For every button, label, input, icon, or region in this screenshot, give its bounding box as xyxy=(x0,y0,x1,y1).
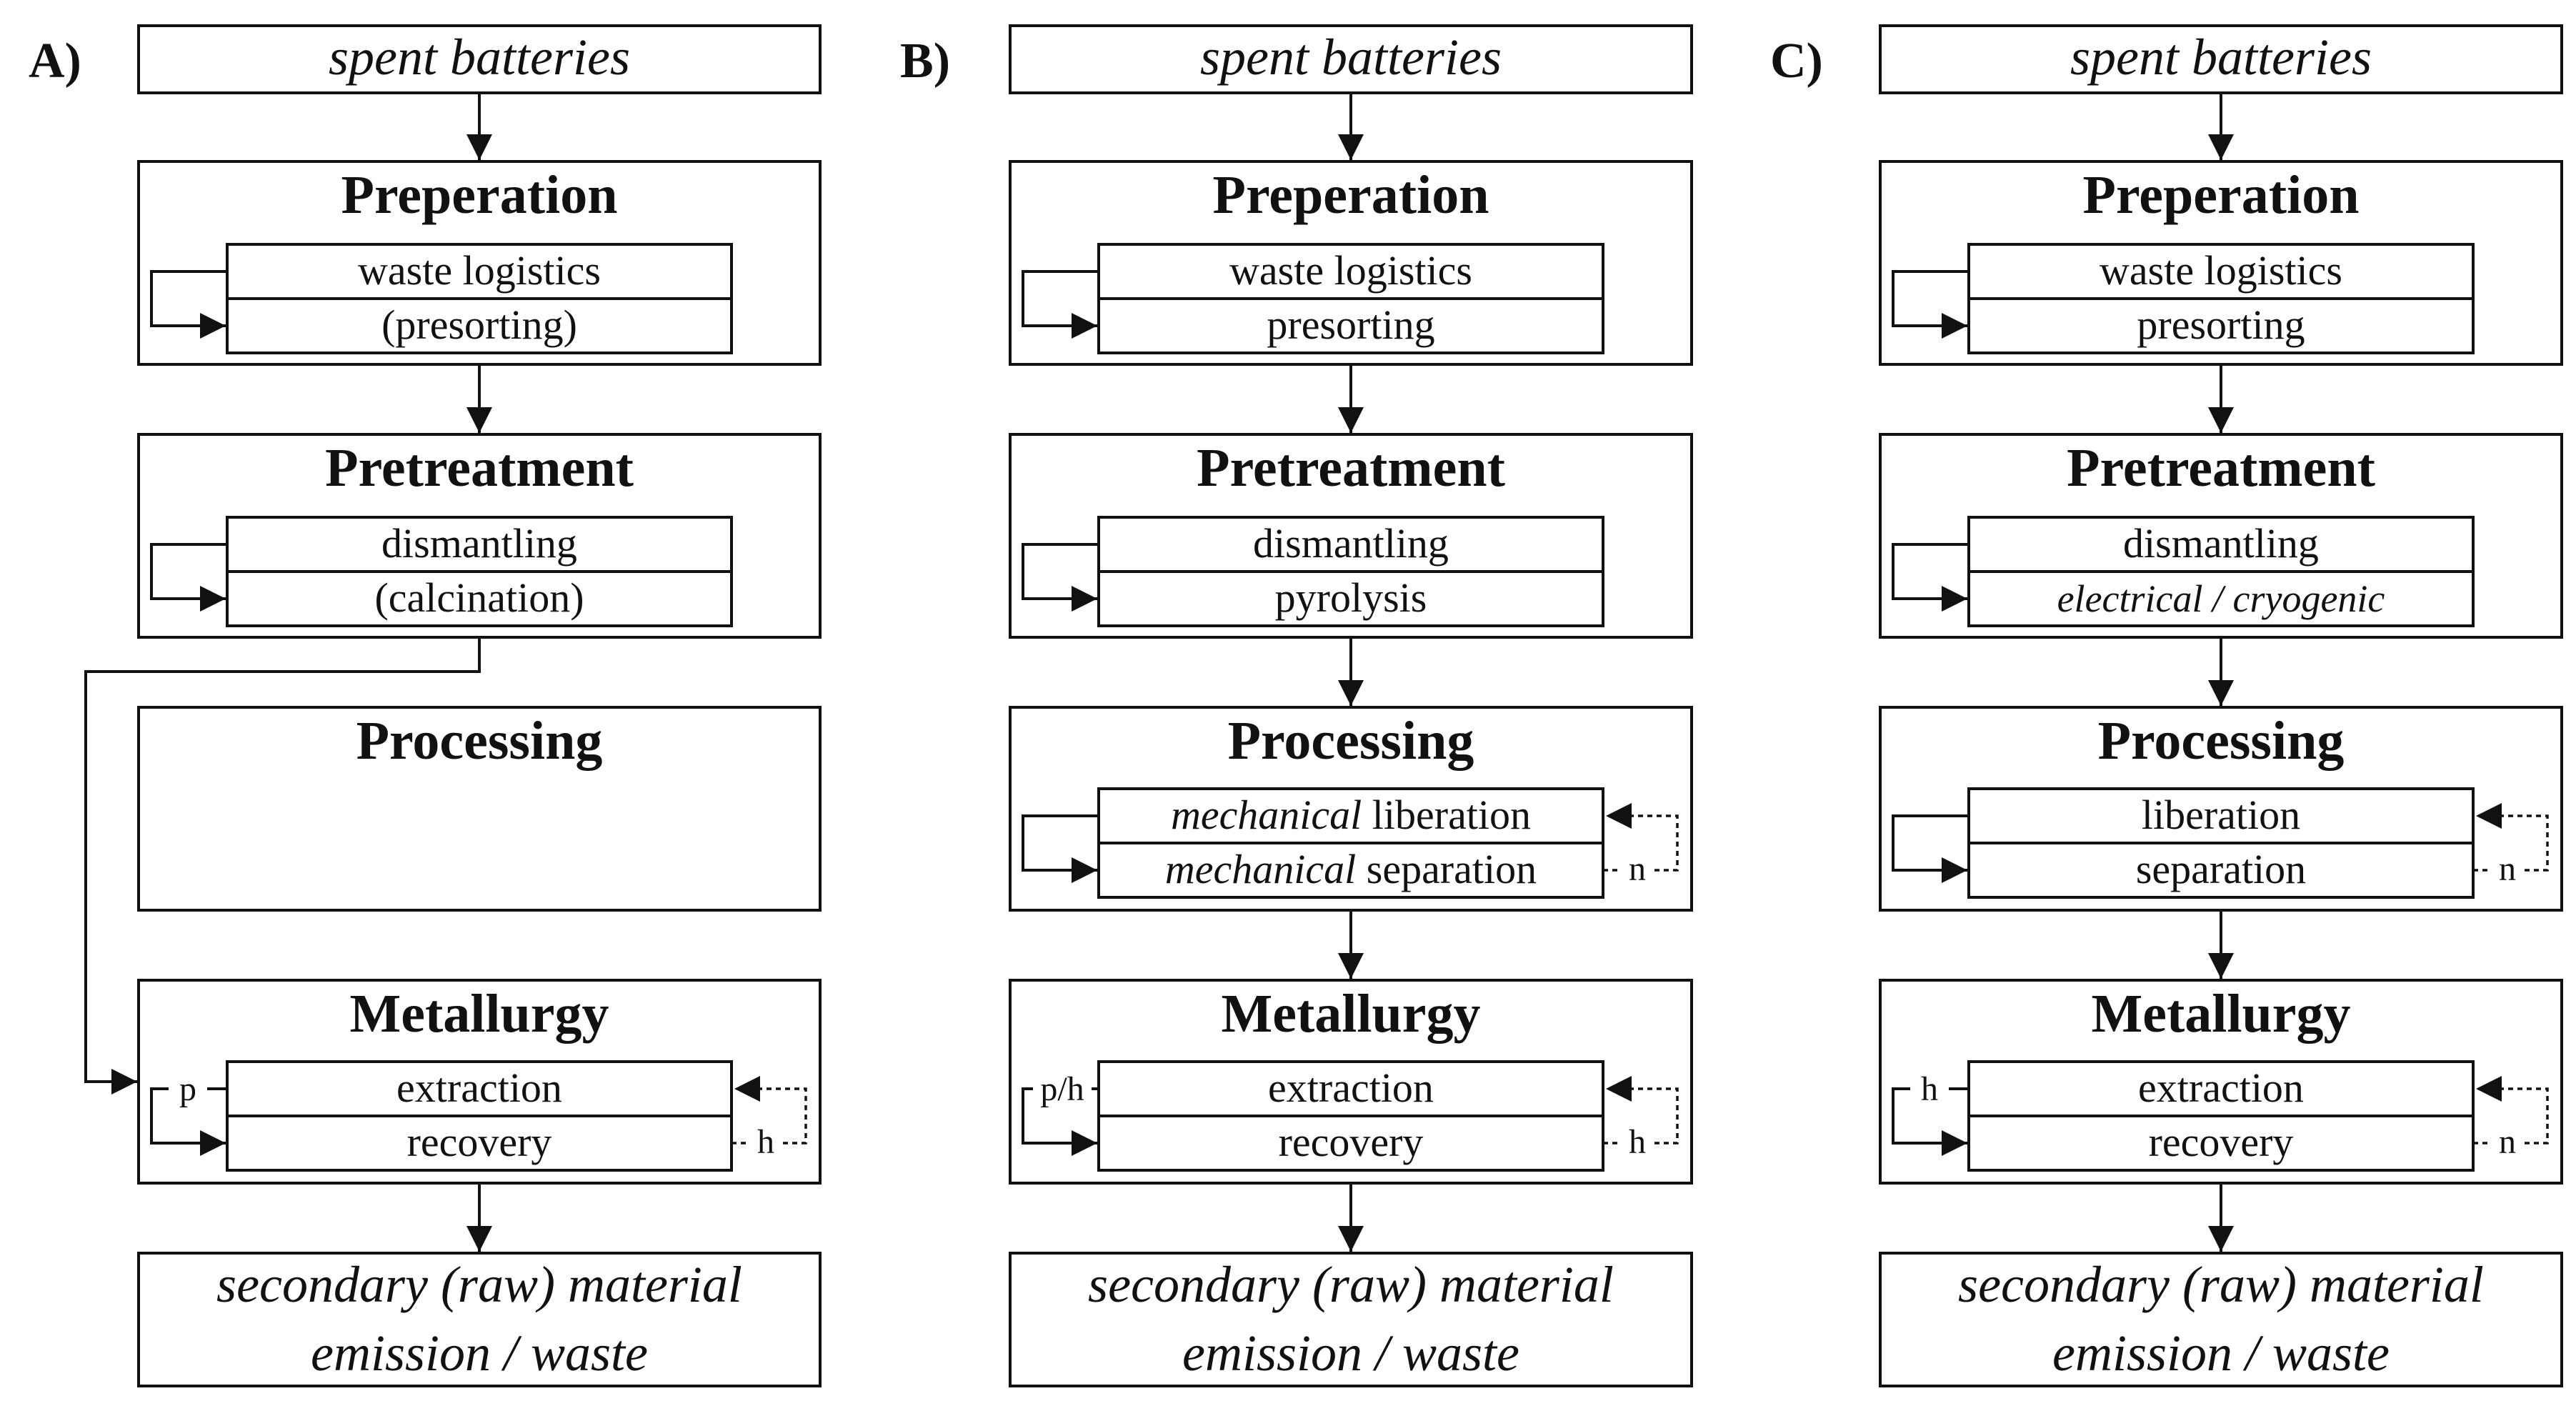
processing-step-1-italic: mechanical xyxy=(1171,792,1362,838)
output-line-2: emission / waste xyxy=(311,1325,648,1382)
loop-tag: p/h xyxy=(1040,1070,1084,1108)
preparation-title: Preperation xyxy=(2083,165,2360,225)
metallurgy-step-2: recovery xyxy=(1279,1119,1424,1165)
return-tag: n xyxy=(2499,850,2516,888)
output-line-2: emission / waste xyxy=(1182,1325,1519,1382)
processing-step-1: mechanical liberation xyxy=(1171,792,1531,838)
loop-arrow xyxy=(1892,814,1969,883)
metallurgy-step-1: extraction xyxy=(1268,1065,1434,1111)
processing-step-2: mechanical separation xyxy=(1165,846,1537,892)
processing-title: Processing xyxy=(1228,711,1474,771)
pretreatment-step-1: dismantling xyxy=(2123,520,2319,567)
metallurgy-title: Metallurgy xyxy=(2091,984,2350,1044)
return-tag: h xyxy=(757,1123,774,1161)
pretreatment-step-1: dismantling xyxy=(1253,520,1449,567)
output-box xyxy=(1009,1252,1693,1387)
processing-step-1: liberation xyxy=(2142,792,2300,838)
loop-arrow xyxy=(1022,814,1099,883)
processing-step-2-italic: mechanical xyxy=(1165,846,1356,892)
processing-title: Processing xyxy=(2098,711,2345,771)
loop-arrow xyxy=(1022,1087,1097,1156)
return-tag: n xyxy=(1629,850,1646,888)
metallurgy-title: Metallurgy xyxy=(349,984,609,1044)
pretreatment-title: Pretreatment xyxy=(2067,438,2375,498)
processing-step-2: separation xyxy=(2136,846,2306,892)
output-box xyxy=(137,1252,822,1387)
processing-stage xyxy=(137,706,822,912)
pretreatment-title: Pretreatment xyxy=(325,438,634,498)
return-arrow xyxy=(1606,1076,1679,1145)
pretreatment-step-1: dismantling xyxy=(381,520,577,567)
processing-title: Processing xyxy=(356,711,603,771)
output-line-2: emission / waste xyxy=(2052,1325,2390,1382)
panel-label: B) xyxy=(900,34,950,89)
loop-arrow xyxy=(150,543,227,612)
return-arrow xyxy=(1606,803,1679,872)
input-text: spent batteries xyxy=(2070,29,2372,86)
panel-label: A) xyxy=(29,34,81,89)
input-text: spent batteries xyxy=(329,29,630,86)
output-box xyxy=(1879,1252,2563,1387)
loop-arrow xyxy=(1892,1087,1967,1156)
panel-b: B) spent batteries Preperation waste log… xyxy=(900,24,1693,1387)
loop-tag: p xyxy=(179,1070,196,1108)
preparation-step-2: (presorting) xyxy=(381,301,577,348)
processing-step-2-text: separation xyxy=(1356,846,1537,892)
return-tag: n xyxy=(2499,1123,2516,1161)
metallurgy-title: Metallurgy xyxy=(1221,984,1480,1044)
preparation-step-2: presorting xyxy=(2137,301,2305,348)
loop-tag: h xyxy=(1921,1070,1938,1108)
metallurgy-step-2: recovery xyxy=(2149,1119,2294,1165)
pretreatment-step-2: electrical / cryogenic xyxy=(2057,577,2385,620)
metallurgy-step-1: extraction xyxy=(2138,1065,2304,1111)
return-arrow xyxy=(2476,1076,2549,1145)
loop-arrow xyxy=(150,270,227,339)
output-line-1: secondary (raw) material xyxy=(216,1256,742,1313)
loop-arrow xyxy=(1022,543,1099,612)
loop-arrow xyxy=(1022,270,1099,339)
preparation-step-1: waste logistics xyxy=(2100,247,2342,294)
input-text: spent batteries xyxy=(1200,29,1502,86)
pretreatment-step-2: pyrolysis xyxy=(1275,574,1427,621)
panel-label: C) xyxy=(1770,34,1823,89)
loop-arrow xyxy=(1892,270,1969,339)
panel-c: C) spent batteries Preperation waste log… xyxy=(1770,24,2563,1387)
panel-a: A) spent batteries Preperation waste log… xyxy=(29,24,822,1387)
preparation-step-2: presorting xyxy=(1267,301,1434,348)
metallurgy-step-2: recovery xyxy=(407,1119,552,1165)
preparation-title: Preperation xyxy=(1213,165,1489,225)
return-tag: h xyxy=(1629,1123,1646,1161)
bypass-arrow xyxy=(84,637,481,1095)
metallurgy-step-1: extraction xyxy=(396,1065,562,1111)
pretreatment-step-2: (calcination) xyxy=(374,574,584,621)
return-arrow xyxy=(2476,803,2549,872)
loop-arrow xyxy=(150,1087,226,1156)
preparation-step-1: waste logistics xyxy=(358,247,601,294)
pretreatment-title: Pretreatment xyxy=(1197,438,1505,498)
processing-step-1-text: liberation xyxy=(1362,792,1531,838)
loop-arrow xyxy=(1892,543,1969,612)
output-line-1: secondary (raw) material xyxy=(1958,1256,2484,1313)
preparation-step-1: waste logistics xyxy=(1229,247,1472,294)
output-line-1: secondary (raw) material xyxy=(1088,1256,1614,1313)
preparation-title: Preperation xyxy=(341,165,618,225)
return-arrow xyxy=(734,1076,807,1145)
